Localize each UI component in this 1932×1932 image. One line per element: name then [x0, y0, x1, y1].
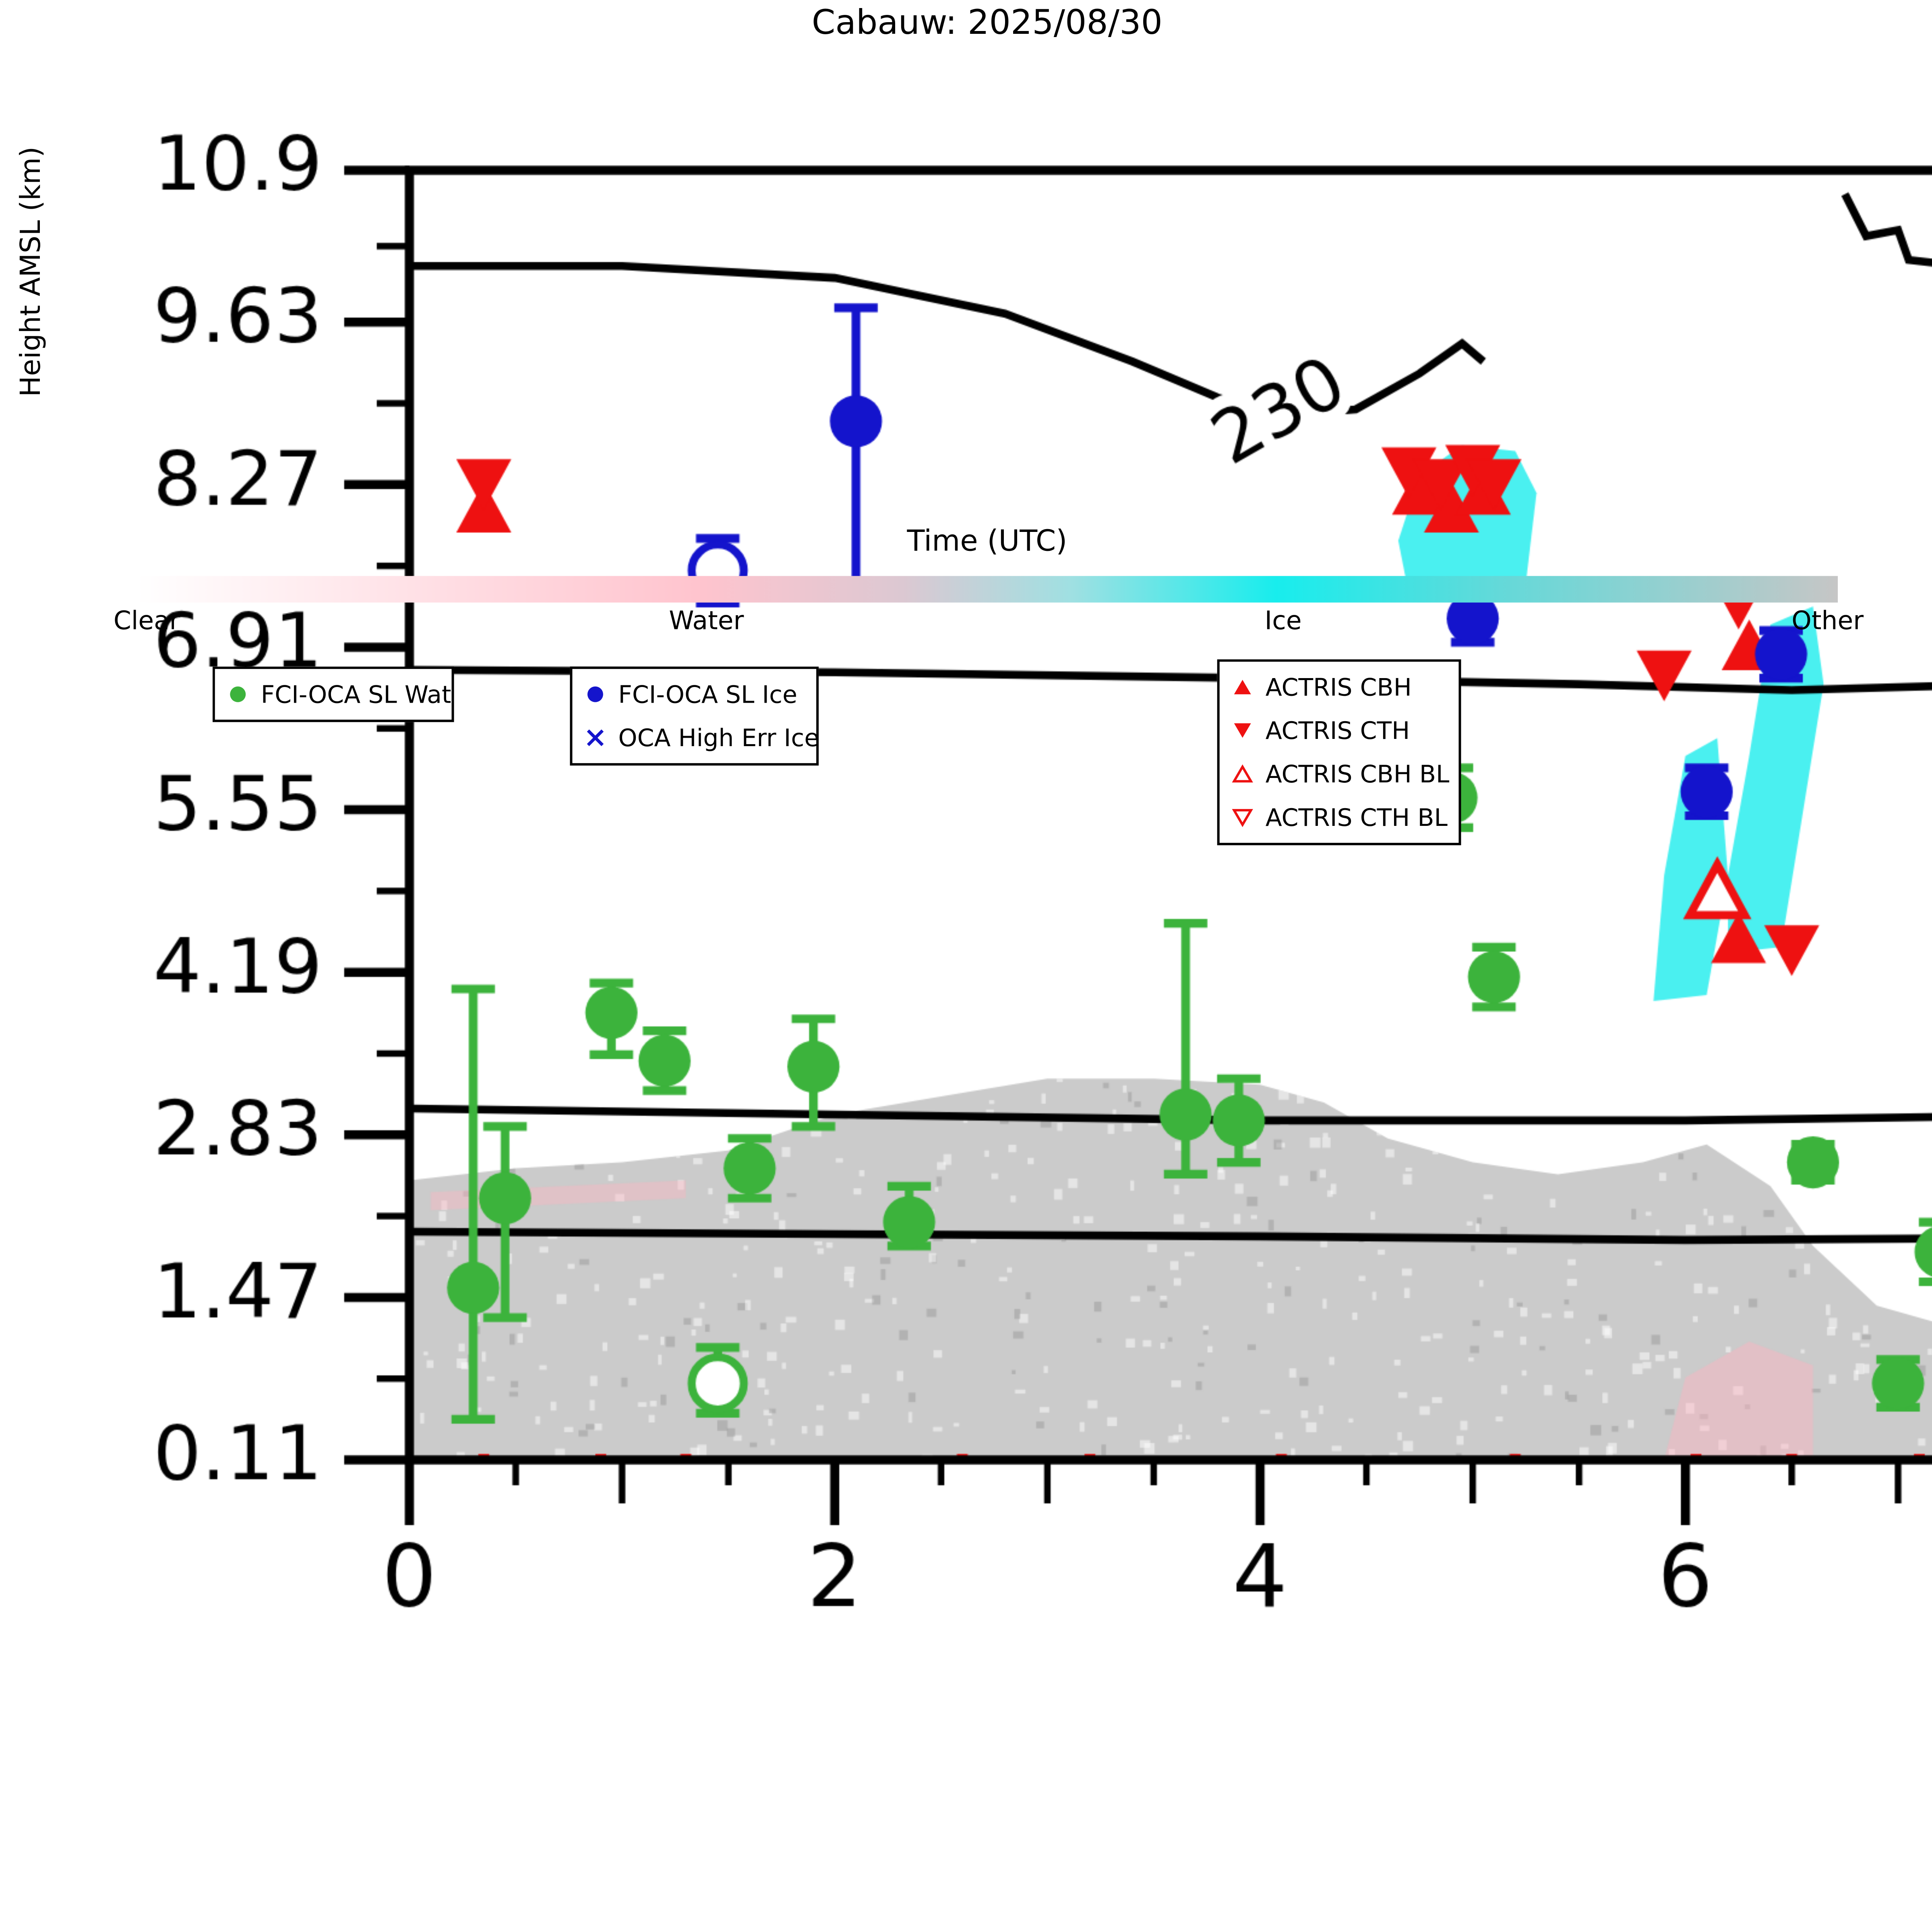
y-axis-label: Height AMSL (km): [15, 146, 47, 397]
legend-label: ACTRIS CTH BL: [1265, 803, 1448, 832]
colorbar-label-water: Water: [669, 606, 744, 635]
legend-item-actris-cth: ACTRIS CTH: [1232, 709, 1447, 752]
colorbar-label-clear: Clear: [113, 606, 180, 635]
legend-box-actris: ACTRIS CBH ACTRIS CTH ACTRIS CBH BL ACTR…: [1217, 659, 1461, 846]
legend-label: FCI-OCA SL Wat: [261, 680, 451, 709]
legend-item-oca-high-err-ice: OCA High Err Ice: [584, 716, 819, 759]
legend-item-fci-oca-sl-wat: FCI-OCA SL Wat: [227, 672, 451, 716]
legend-label: ACTRIS CTH: [1265, 716, 1410, 745]
blue-x-icon: [587, 729, 604, 746]
legend-item-actris-cbh: ACTRIS CBH: [1232, 665, 1447, 709]
legend-item-actris-cbh-bl: ACTRIS CBH BL: [1232, 752, 1450, 796]
legend-label: OCA High Err Ice: [618, 723, 819, 753]
red-triangle-down-icon: [1234, 723, 1251, 738]
legend-box-wat: FCI-OCA SL Wat: [212, 666, 454, 722]
legend-item-actris-cth-bl: ACTRIS CTH BL: [1232, 796, 1448, 839]
x-axis-label: Time (UTC): [907, 524, 1067, 558]
colorbar-label-other: Other: [1791, 606, 1864, 635]
red-open-triangle-down-icon: [1232, 809, 1253, 827]
legend-box-ice: FCI-OCA SL Ice OCA High Err Ice: [570, 666, 819, 766]
legend-label: FCI-OCA SL Ice: [618, 680, 798, 709]
chart-title: Cabauw: 2025/08/30: [811, 2, 1163, 42]
red-triangle-up-icon: [1234, 680, 1251, 695]
red-open-triangle-up-icon: [1232, 764, 1253, 783]
colorbar-labels: Clear Water Ice Other: [114, 606, 1864, 637]
green-circle-icon: [230, 686, 246, 702]
colorbar-gradient: [136, 576, 1838, 603]
legend-label: ACTRIS CBH: [1265, 672, 1412, 702]
legend-label: ACTRIS CBH BL: [1265, 759, 1450, 789]
colorbar-label-ice: Ice: [1264, 606, 1302, 635]
legend-item-fci-oca-sl-ice: FCI-OCA SL Ice: [584, 672, 804, 716]
blue-circle-icon: [587, 686, 603, 702]
